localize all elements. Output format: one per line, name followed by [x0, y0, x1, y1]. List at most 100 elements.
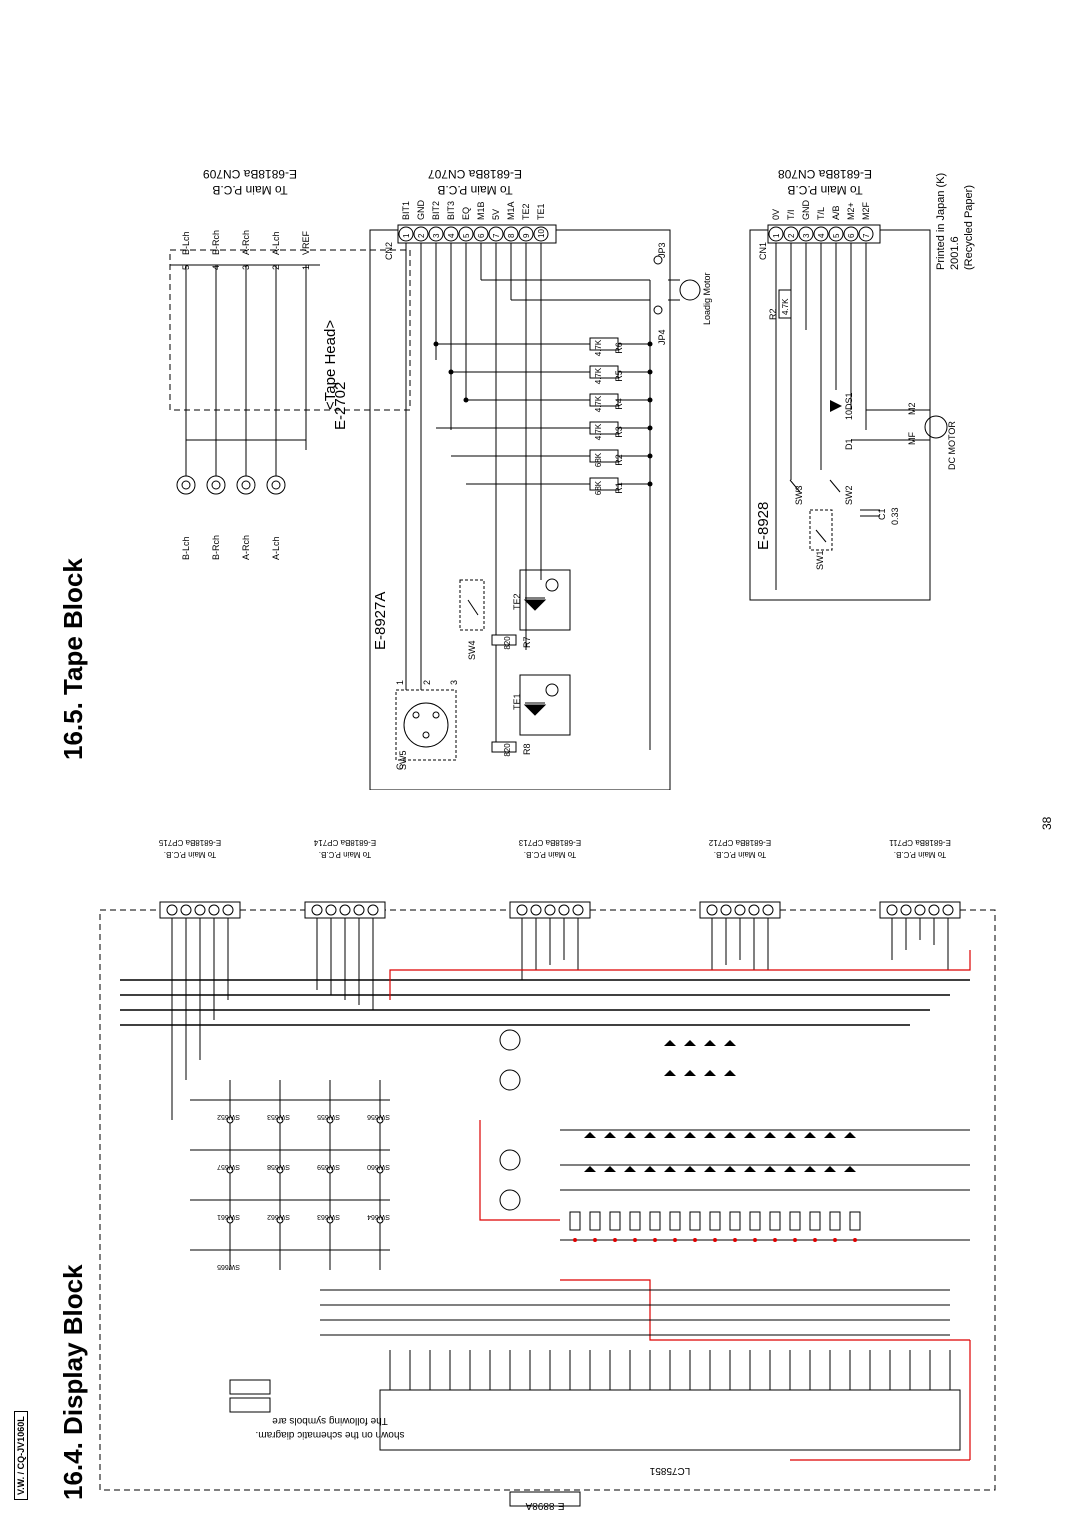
- cn708-main-label: To Main P.C.B: [787, 183, 862, 197]
- cn1-num-2: 2: [787, 233, 796, 238]
- switch-matrix: [190, 1080, 390, 1270]
- d1-label: D1: [844, 438, 854, 450]
- cn2-num-6: 6: [477, 233, 486, 238]
- r2-motor-value: 4.7K: [781, 298, 790, 315]
- c1-ref: C1: [877, 508, 887, 520]
- cn709-to-label: E-6818Ba CN709: [203, 167, 297, 181]
- display-block-schematic: E-6818Ba CP715 To Main P.C.B. E-6818Ba C…: [99, 838, 996, 1510]
- cn1-label: CN1: [758, 242, 768, 260]
- sw-label-652: SW652: [217, 1113, 240, 1120]
- cn2-num-4: 4: [447, 233, 456, 238]
- cn2-name-2: GND: [416, 200, 426, 221]
- cn1-name-3: GND: [801, 200, 811, 221]
- r1-ref: R1: [614, 482, 624, 494]
- diode-d1: [830, 400, 842, 412]
- r6-value: 4.7K: [594, 339, 603, 356]
- cn2-name-9: TE2: [521, 203, 531, 220]
- sw-label-663: SW663: [317, 1213, 340, 1220]
- dc-motor: [851, 409, 948, 441]
- loading-motor: [653, 255, 701, 315]
- head-label-brch: B-Rch: [211, 535, 221, 560]
- cn1-num-1: 1: [772, 233, 781, 238]
- led-array: [560, 1129, 970, 1241]
- sw5-rotary: [395, 689, 457, 761]
- sw1-label: SW1: [815, 550, 825, 570]
- m2-label: M2: [907, 402, 917, 415]
- motor-board-frame: [749, 229, 931, 601]
- sw-label-658: SW658: [267, 1163, 290, 1170]
- cn2-label: CN2: [384, 242, 394, 260]
- dc-motor-label: DC MOTOR: [947, 421, 957, 470]
- cp711-to: E-6818Ba CP711: [889, 838, 951, 847]
- r3-value: 4.7K: [594, 423, 603, 440]
- cn2-name-4: BIT3: [446, 201, 456, 220]
- r5-ref: R5: [614, 370, 624, 382]
- r2-motor-body: [778, 289, 792, 319]
- r4-value: 4.7K: [594, 395, 603, 412]
- r7-value: 820: [503, 636, 512, 650]
- cn1-num-4: 4: [817, 233, 826, 238]
- connector-cp715: [159, 901, 241, 919]
- page-number: 38: [1040, 816, 1054, 830]
- display-board-label: E-8898A: [525, 1500, 564, 1510]
- sw5-label: SW5: [398, 750, 408, 770]
- head-label-alch: A-Lch: [271, 536, 281, 560]
- cn2-num-8: 8: [507, 233, 516, 238]
- mf-label: MF: [907, 432, 917, 445]
- sw-label-656: SW656: [367, 1113, 390, 1120]
- cn707-main-label: To Main P.C.B: [437, 183, 512, 197]
- sw-label-655: SW655: [317, 1113, 340, 1120]
- cp711-main: To Main P.C.B.: [894, 850, 946, 859]
- d1-part-label: 10DS1: [844, 392, 854, 420]
- sw5-pin-2: 2: [422, 680, 432, 685]
- cn1-block: [767, 224, 881, 244]
- mech-board-label: E-8927A: [372, 592, 389, 650]
- r4-ref: R4: [614, 398, 624, 410]
- cp715-to: E-6818Ba CP715: [158, 838, 221, 847]
- photo-interrupter-te1: [519, 674, 571, 736]
- cn2-name-10: TE1: [536, 203, 546, 220]
- sw-label-653: SW653: [267, 1113, 290, 1120]
- tape-block-title: 16.5. Tape Block: [58, 558, 88, 760]
- c1-value: 0.33: [890, 507, 900, 525]
- cn709-pin-3: 3: [241, 265, 251, 270]
- sw-label-661: SW661: [217, 1213, 240, 1220]
- sw-label-664: SW664: [367, 1213, 390, 1220]
- cn1-num-7: 7: [862, 233, 871, 238]
- cn2-block: [397, 224, 557, 244]
- cn2-name-3: BIT2: [431, 201, 441, 220]
- tape-head-section-label: <Tape Head>: [322, 320, 339, 410]
- sw-label-665: SW665: [217, 1263, 240, 1270]
- r2-motor-ref: R2: [768, 308, 778, 320]
- cn709-pin-1: 1: [301, 265, 311, 270]
- jp4-label: JP4: [657, 329, 667, 345]
- r1-value: 68K: [594, 480, 603, 495]
- cn2-name-5: EQ: [461, 207, 471, 220]
- cp714-main: To Main P.C.B.: [319, 850, 371, 859]
- cn2-name-7: 5V: [491, 209, 501, 220]
- cn709-name-3: A-Rch: [241, 230, 251, 255]
- head-label-arch: A-Rch: [241, 535, 251, 560]
- display-note-2: shown on the schematic diagram.: [256, 1429, 405, 1440]
- cn1-name-1: 0V: [771, 209, 781, 220]
- head-board-label: E-2702: [332, 382, 349, 430]
- cn2-name-8: M1A: [506, 201, 516, 220]
- cn709-name-5: B-Lch: [181, 231, 191, 255]
- r7-ref: R7: [522, 636, 532, 648]
- cn2-num-3: 3: [432, 233, 441, 238]
- cp712-to: E-6818Ba CP712: [708, 838, 771, 847]
- sw-label-657: SW657: [217, 1163, 240, 1170]
- sw-label-660: SW660: [367, 1163, 390, 1170]
- side-label: V.W. / CQ-JV1060L: [14, 1411, 28, 1500]
- jp3-label: JP3: [657, 242, 667, 258]
- cn709-name-4: B-Rch: [211, 230, 221, 255]
- cp-labels: E-6818Ba CP715 To Main P.C.B. E-6818Ba C…: [158, 838, 951, 859]
- te1-label: TE1: [512, 693, 522, 710]
- cn2-num-5: 5: [462, 233, 471, 238]
- cn709-pin-5: 5: [181, 265, 191, 270]
- connector-cp711: [879, 901, 961, 919]
- sw1-frame: [809, 509, 833, 551]
- sw5-pin-c: C: [395, 763, 405, 770]
- cp715-main: To Main P.C.B.: [164, 850, 216, 859]
- head-label-blch: B-Lch: [181, 536, 191, 560]
